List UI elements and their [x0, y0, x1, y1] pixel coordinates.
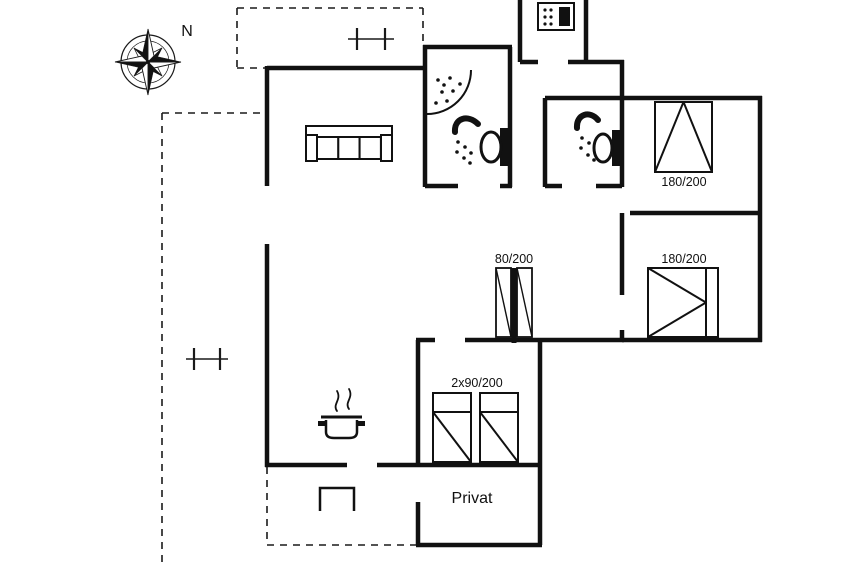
steam-icon — [334, 388, 352, 412]
double-bed-icon-top — [654, 101, 713, 173]
private-room-label: Privat — [452, 490, 493, 507]
dashed-terrace-outline — [161, 7, 424, 565]
shower-head-icon — [452, 115, 481, 165]
stove-pot-icon — [318, 388, 365, 440]
wardrobe-size-label: 80/200 — [495, 252, 533, 266]
post-marker-left — [186, 348, 228, 370]
walls — [264, 0, 763, 548]
kids-beds-size-label: 2x90/200 — [451, 376, 502, 390]
north-label: N — [181, 23, 193, 40]
kids-bed-icon-left — [432, 392, 472, 463]
corner-shower-icon — [426, 69, 472, 115]
toilet-icon-wc — [592, 130, 620, 166]
bed-size-label-bottom: 180/200 — [661, 252, 706, 266]
toilet-icon-bathroom — [479, 128, 509, 166]
compass-rose-icon — [114, 28, 182, 96]
wardrobe-icon — [495, 267, 533, 343]
shower-head-icon-wc — [574, 111, 601, 162]
sofa-icon — [305, 125, 393, 162]
double-bed-icon-bottom — [647, 267, 719, 338]
kids-bed-icon-right — [479, 392, 519, 463]
washing-machine-icon — [537, 2, 575, 31]
post-marker-top — [348, 28, 394, 50]
bed-size-label-top: 180/200 — [661, 175, 706, 189]
terrace-table-icon — [318, 486, 356, 511]
